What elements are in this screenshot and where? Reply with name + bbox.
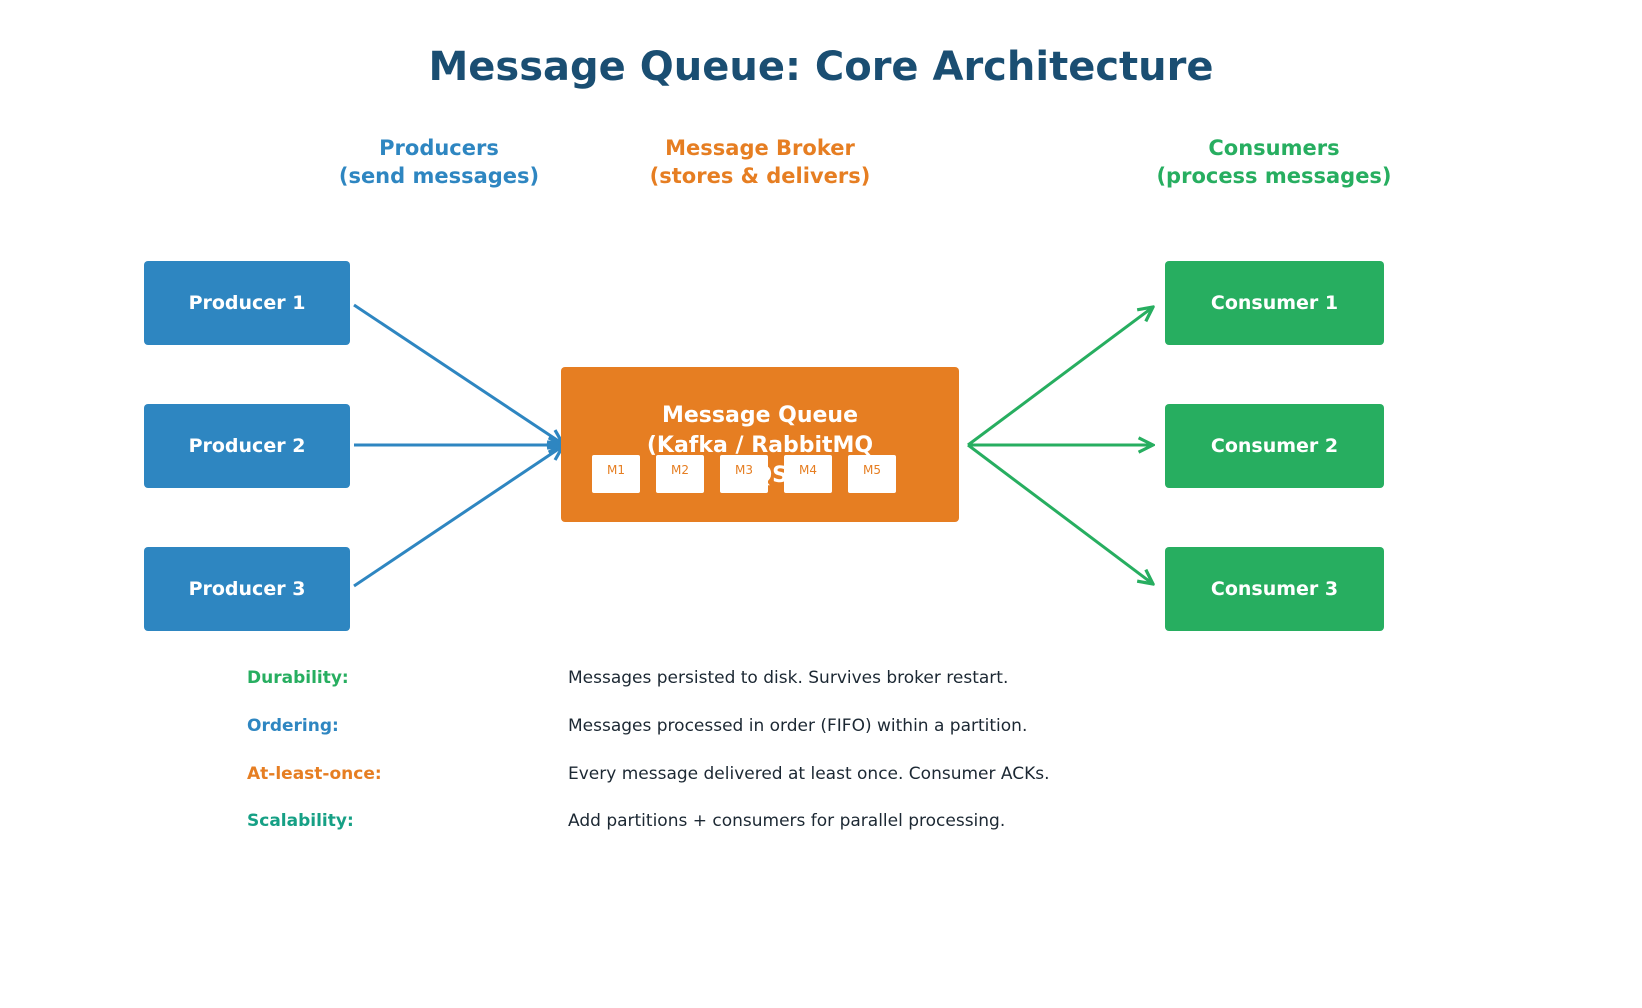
producer-3-box: Producer 3 bbox=[144, 547, 350, 631]
consumer-3-box: Consumer 3 bbox=[1165, 547, 1384, 631]
message-m5: M5 bbox=[848, 455, 896, 493]
property-scalability-key: Scalability: bbox=[247, 811, 354, 831]
property-scalability-value: Add partitions + consumers for parallel … bbox=[568, 811, 1006, 831]
property-durability-key: Durability: bbox=[247, 668, 349, 688]
message-m4: M4 bbox=[784, 455, 832, 493]
arrow-broker-to-consumer3 bbox=[967, 443, 1153, 584]
message-m2: M2 bbox=[656, 455, 704, 493]
message-queue-box: Message Queue (Kafka / RabbitMQ / SQS) M… bbox=[561, 367, 959, 522]
consumers-header-line1: Consumers bbox=[1208, 136, 1340, 160]
producer-2-box: Producer 2 bbox=[144, 404, 350, 488]
arrow-producer1-to-broker bbox=[353, 303, 563, 444]
property-durability-value: Messages persisted to disk. Survives bro… bbox=[568, 668, 1009, 688]
producers-header-line2: (send messages) bbox=[338, 164, 540, 188]
message-m3: M3 bbox=[720, 455, 768, 493]
arrow-producer3-to-broker bbox=[353, 446, 563, 588]
broker-header-line1: Message Broker bbox=[665, 136, 855, 160]
consumer-2-box: Consumer 2 bbox=[1165, 404, 1384, 488]
consumers-column-header: Consumers (process messages) bbox=[1104, 134, 1444, 190]
broker-column-header: Message Broker (stores & delivers) bbox=[590, 134, 930, 190]
diagram-title: Message Queue: Core Architecture bbox=[428, 44, 1214, 90]
consumers-header-line2: (process messages) bbox=[1156, 164, 1392, 188]
message-m1: M1 bbox=[592, 455, 640, 493]
property-at-least-once-value: Every message delivered at least once. C… bbox=[568, 764, 1050, 784]
property-ordering-key: Ordering: bbox=[247, 716, 339, 736]
property-ordering-value: Messages processed in order (FIFO) withi… bbox=[568, 716, 1028, 736]
broker-header-line2: (stores & delivers) bbox=[649, 164, 871, 188]
arrow-broker-to-consumer1 bbox=[967, 307, 1153, 447]
producers-column-header: Producers (send messages) bbox=[269, 134, 609, 190]
producer-1-box: Producer 1 bbox=[144, 261, 350, 345]
consumer-1-box: Consumer 1 bbox=[1165, 261, 1384, 345]
producers-header-line1: Producers bbox=[379, 136, 499, 160]
property-at-least-once-key: At-least-once: bbox=[247, 764, 382, 784]
